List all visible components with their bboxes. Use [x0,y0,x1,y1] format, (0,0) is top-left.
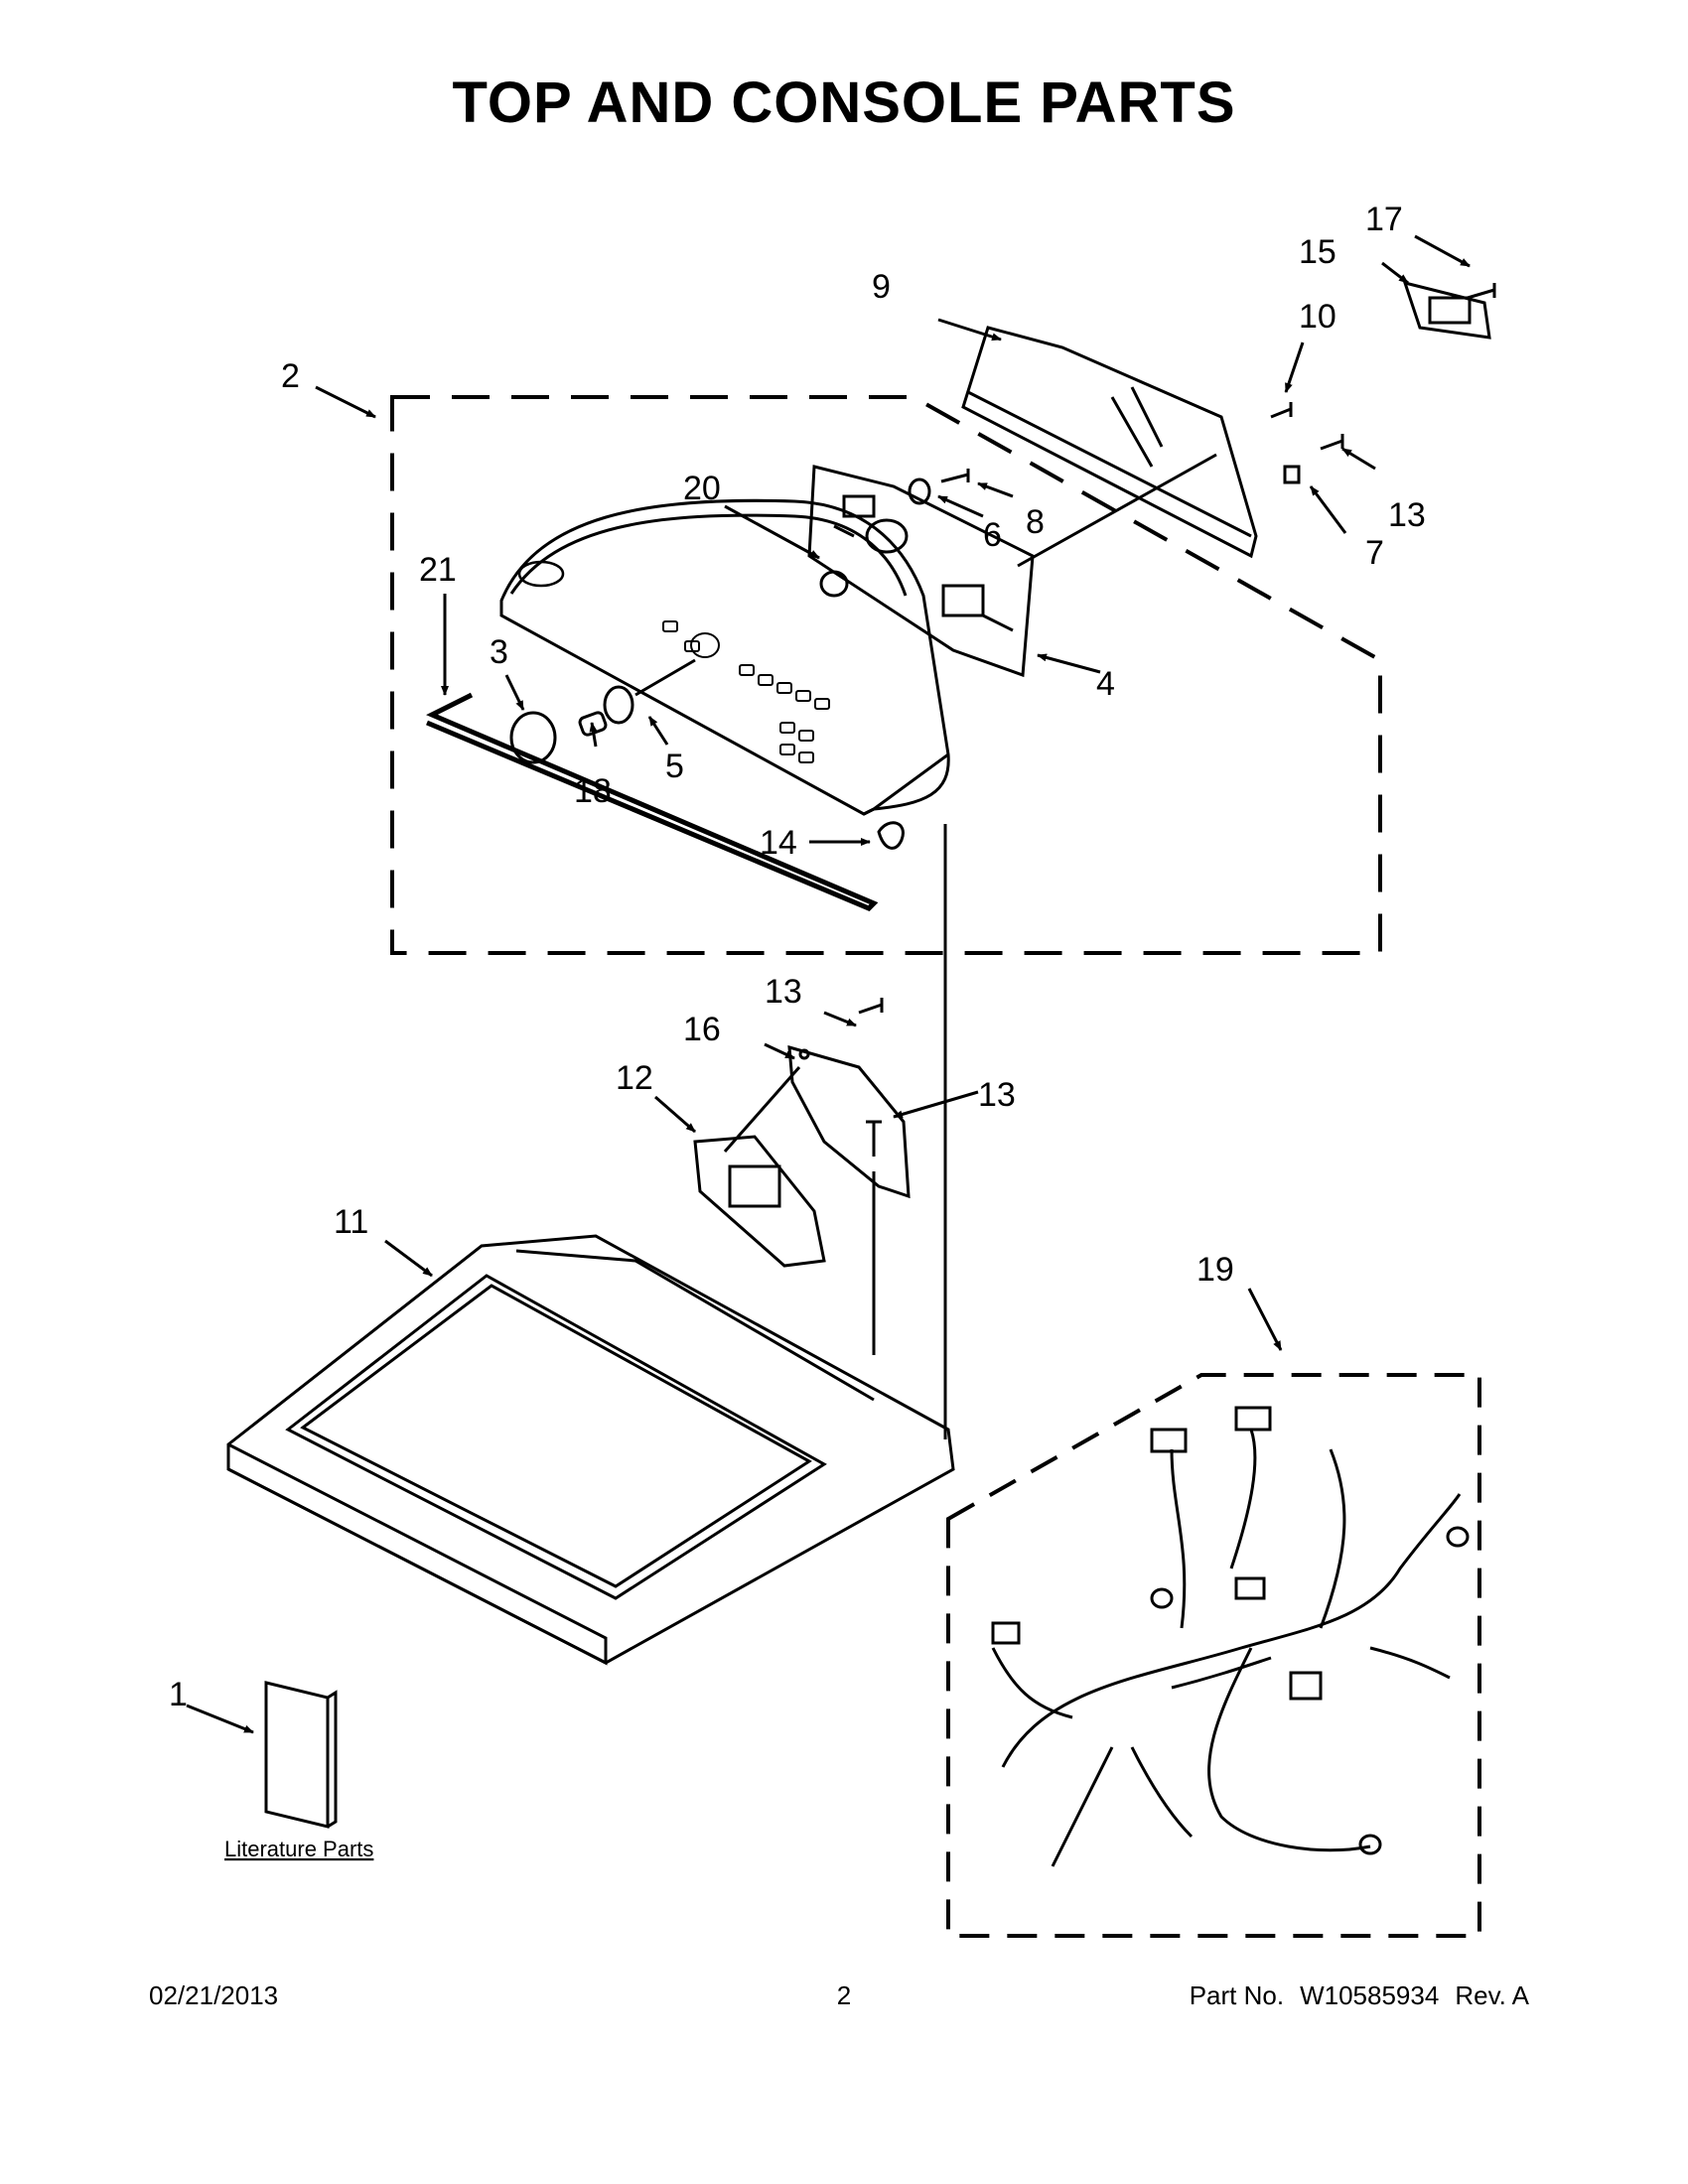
encoder [908,478,931,505]
callout-4: 4 [1096,665,1115,703]
screw-8 [940,469,970,483]
console-housing [499,498,950,816]
callout-1: 1 [169,1676,188,1713]
callout-3: 3 [490,633,508,671]
top-panel [226,1234,955,1666]
harness-group-outline [946,1373,1481,1938]
control-board [807,465,1035,678]
callout-13-b: 13 [765,973,802,1011]
mounting-bracket [787,1044,911,1199]
callout-21: 21 [419,551,457,589]
screw-13-mid [858,998,884,1015]
callout-18: 18 [574,772,612,810]
knob-overlay [819,570,849,598]
callout-9: 9 [872,268,891,306]
callout-7: 7 [1365,534,1384,572]
callout-15: 15 [1299,233,1336,271]
screw-10 [1270,402,1293,419]
control-module [693,1135,826,1268]
callout-20: 20 [683,470,721,507]
callout-19: 19 [1196,1251,1234,1289]
callout-8: 8 [1026,503,1045,541]
callout-5: 5 [665,748,684,785]
callout-2: 2 [281,357,300,395]
console-group-outline [390,395,1382,955]
clip-14 [877,821,905,850]
callout-6: 6 [983,516,1002,554]
callout-13-c: 13 [978,1076,1016,1114]
bracket-15 [1402,280,1491,340]
callout-12: 12 [616,1059,653,1097]
callout-17: 17 [1365,201,1403,238]
callout-16: 16 [683,1011,721,1048]
screw-13-low [866,1120,882,1157]
knob [509,711,557,764]
literature-parts-label: Literature Parts [224,1837,373,1861]
callout-11: 11 [334,1203,368,1241]
footer-part-number: Part No. W10585934 Rev. A [1190,1980,1529,2011]
console-trim-rod [426,692,879,911]
console-buttons [662,620,830,763]
callout-10: 10 [1299,298,1336,336]
callout-13-a: 13 [1388,496,1426,534]
clip-7 [1283,465,1301,484]
rear-bracket [961,326,1258,559]
screw-17 [1467,283,1496,300]
callout-arrows [186,234,1471,1734]
knob-bezel [603,685,634,725]
callout-14: 14 [760,824,797,862]
page-title: TOP AND CONSOLE PARTS [452,70,1236,135]
literature-book [264,1681,338,1829]
revision: Rev. A [1455,1980,1529,2010]
footer-date: 02/21/2013 [149,1980,279,2010]
screw-13-top [1320,434,1344,451]
wire-harness [991,1406,1470,1867]
footer-page-number: 2 [836,1980,852,2010]
part-label: Part No. [1189,1980,1285,2010]
part-number: W10585934 [1300,1980,1440,2010]
